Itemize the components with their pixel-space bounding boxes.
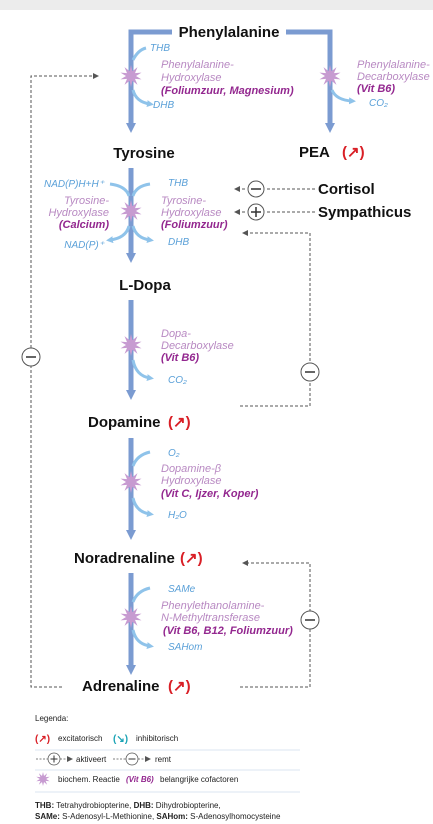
node-ldopa: L-Dopa xyxy=(119,277,171,294)
dopamine-excitatory-marker: (↗) xyxy=(168,414,191,431)
node-dopamine: Dopamine xyxy=(88,414,161,431)
side-arrow-out xyxy=(131,629,154,650)
legend-excitatory-icon: (↗) xyxy=(35,734,50,745)
top-band xyxy=(0,0,433,10)
legend-reaction-label: biochem. Reactie xyxy=(58,775,120,784)
enzyme-dbh-line2: Hydroxylase xyxy=(161,475,222,487)
legend-star-icon xyxy=(36,772,50,786)
enzyme-pah-line2: Hydroxylase xyxy=(161,72,222,84)
enzyme-dbh-line1: Dopamine-β xyxy=(161,463,222,475)
legend-inhibitory-label: inhibitorisch xyxy=(136,734,178,743)
legend-cofactor-label: belangrijke cofactoren xyxy=(160,775,238,784)
adrenaline-excitatory-marker: (↗) xyxy=(168,678,191,695)
regulator-sympathicus: Sympathicus xyxy=(318,204,411,221)
side-arrow-in xyxy=(131,46,147,61)
enzyme-pdc-line1: Phenylalanine- xyxy=(357,59,430,71)
side-thb-2: THB xyxy=(168,178,188,189)
pea-excitatory-marker: (↗) xyxy=(342,144,365,161)
star-pdc-icon xyxy=(319,65,341,87)
up-arrow-icon: ↗ xyxy=(173,414,186,431)
side-sahom: SAHom xyxy=(168,642,202,653)
side-arrow-out xyxy=(106,225,131,244)
star-pah-icon xyxy=(120,65,142,87)
legend: Legenda: (↗) excitatorisch (↘) inhibitor… xyxy=(35,714,300,821)
side-same: SAMe xyxy=(168,584,196,595)
side-o2: O₂ xyxy=(168,448,180,459)
enzyme-pdc-line2: Decarboxylase xyxy=(357,71,430,83)
side-arrow-out xyxy=(131,89,154,108)
enzyme-th-left-line1: Tyrosine- xyxy=(64,195,109,207)
node-phenylalanine: Phenylalanine xyxy=(179,24,280,41)
side-nadp: NAD(P)⁺ xyxy=(64,240,104,251)
side-dhb-2: DHB xyxy=(168,237,189,248)
star-pnmt-icon xyxy=(120,606,142,628)
star-ddc-icon xyxy=(120,334,142,356)
enzyme-th-left-line2: Hydroxylase xyxy=(48,207,109,219)
cofactor-th-left: (Calcium) xyxy=(59,219,109,231)
enzyme-th-right-line1: Tyrosine- xyxy=(161,195,206,207)
side-h2o: H₂O xyxy=(168,510,187,521)
enzyme-pnmt-line2: N-Methyltransferase xyxy=(161,612,260,624)
legend-title: Legenda: xyxy=(35,714,68,723)
cofactor-ddc: (Vit B6) xyxy=(161,352,199,364)
node-noradrenaline: Noradrenaline xyxy=(74,550,175,567)
legend-abbrev-line1: THB: Tetrahydrobiopterine, DHB: Dihydrob… xyxy=(35,801,221,810)
side-arrow-in xyxy=(131,450,151,467)
side-arrow-in xyxy=(131,182,151,197)
side-arrow-out xyxy=(131,497,154,518)
side-arrow-out xyxy=(131,225,154,244)
legend-excitatory-label: excitatorisch xyxy=(58,734,102,743)
side-arrow-in xyxy=(131,586,151,603)
side-arrow-out xyxy=(131,359,154,382)
up-arrow-icon: ↗ xyxy=(347,144,360,161)
legend-inhibits-label: remt xyxy=(155,755,172,764)
side-co2-dopa: CO₂ xyxy=(168,375,187,386)
enzyme-ddc-line2: Decarboxylase xyxy=(161,340,234,352)
side-arrow-in xyxy=(109,182,131,197)
reaction-stars xyxy=(120,65,341,628)
feedback-dopamine-to-th xyxy=(240,230,311,407)
node-tyrosine: Tyrosine xyxy=(113,145,174,162)
star-th-icon xyxy=(120,200,142,222)
legend-reaction-star-icon xyxy=(36,772,50,786)
node-pea: PEA xyxy=(299,144,330,161)
legend-cofactor-sample: (Vit B6) xyxy=(126,775,154,784)
cofactor-th-right: (Foliumzuur) xyxy=(161,219,228,231)
side-dhb-1: DHB xyxy=(153,100,174,111)
side-nadph: NAD(P)H+H⁺ xyxy=(44,179,105,190)
noradrenaline-excitatory-marker: (↗) xyxy=(180,550,203,567)
side-thb-1: THB xyxy=(150,43,170,54)
cofactor-pdc: (Vit B6) xyxy=(357,83,395,95)
up-arrow-icon: ↗ xyxy=(173,678,186,695)
legend-activates-label: aktiveert xyxy=(76,755,107,764)
side-arrow-out xyxy=(330,89,356,105)
enzyme-th-right-line2: Hydroxylase xyxy=(161,207,222,219)
cofactor-pnmt: (Vit B6, B12, Foliumzuur) xyxy=(163,625,293,637)
enzyme-pah-line1: Phenylalanine- xyxy=(161,59,234,71)
star-dbh-icon xyxy=(120,471,142,493)
regulator-cortisol: Cortisol xyxy=(318,181,375,198)
feedback-adrenaline-to-pah xyxy=(30,73,99,688)
enzyme-pnmt-line1: Phenylethanolamine- xyxy=(161,600,265,612)
legend-abbrev-line2: SAMe: S-Adenosyl-L-Methionine, SAHom: S-… xyxy=(35,812,281,821)
legend-inhibitory-icon: (↘) xyxy=(113,734,128,745)
enzyme-ddc-line1: Dopa- xyxy=(161,328,191,340)
up-arrow-icon: ↗ xyxy=(185,550,198,567)
cofactor-dbh: (Vit C, Ijzer, Koper) xyxy=(161,488,259,500)
cofactor-pah: (Foliumzuur, Magnesium) xyxy=(161,85,294,97)
node-adrenaline: Adrenaline xyxy=(82,678,160,695)
side-co2-pea: CO₂ xyxy=(369,98,388,109)
